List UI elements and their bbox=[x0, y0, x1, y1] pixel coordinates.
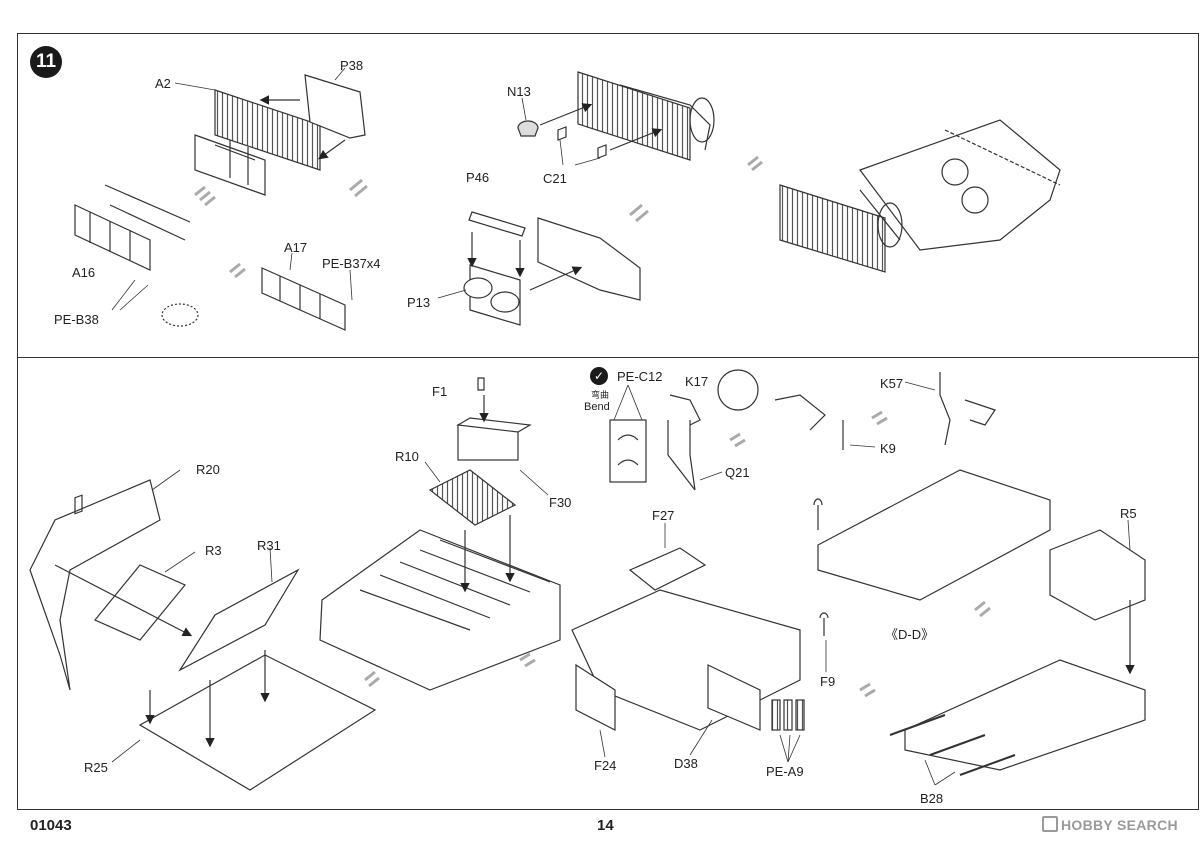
part-label-a17: A17 bbox=[284, 240, 308, 255]
f24-panel bbox=[575, 663, 616, 731]
p13-side-panel bbox=[537, 217, 641, 301]
part-label-pe-b38: PE-B38 bbox=[54, 312, 99, 327]
part-label-r5: R5 bbox=[1120, 506, 1137, 521]
n13-part bbox=[517, 120, 539, 137]
section-divider bbox=[17, 357, 1199, 358]
pe-a9-grille-c bbox=[795, 699, 805, 731]
r10-rack bbox=[428, 469, 517, 526]
radiator-grille bbox=[577, 71, 691, 161]
page-number: 14 bbox=[597, 817, 614, 834]
part-label-p38: P38 bbox=[340, 58, 364, 73]
part-label-pe-a9: PE-A9 bbox=[766, 764, 804, 779]
k9-bracket bbox=[774, 394, 826, 431]
a16-frame bbox=[74, 204, 151, 271]
pe-c12-detail-box bbox=[609, 419, 647, 483]
hull-r5 bbox=[904, 659, 1146, 771]
part-label-pe-b37x4: PE-B37x4 bbox=[322, 256, 381, 271]
hull-dd bbox=[817, 469, 1051, 601]
pe-a9-grille-a bbox=[771, 699, 781, 731]
part-label-n13: N13 bbox=[507, 84, 531, 99]
part-label-c21: C21 bbox=[543, 171, 567, 186]
part-label-r31: R31 bbox=[257, 538, 281, 553]
part-label-pe-c12: PE-C12 bbox=[617, 369, 663, 384]
part-label-a2: A2 bbox=[155, 76, 171, 91]
p46-strip bbox=[468, 211, 526, 237]
part-label-b28: B28 bbox=[920, 791, 944, 806]
a17-frame bbox=[261, 267, 346, 331]
part-label-p13: P13 bbox=[407, 295, 431, 310]
part-label-d38: D38 bbox=[674, 756, 698, 771]
c21-clip-a bbox=[557, 126, 567, 141]
part-label-f1: F1 bbox=[432, 384, 448, 399]
part-label-f30: F30 bbox=[549, 495, 572, 510]
part-label-r3: R3 bbox=[205, 543, 222, 558]
pe-b38-detail bbox=[161, 303, 199, 327]
part-label-f9: F9 bbox=[820, 674, 836, 689]
r3-panel bbox=[94, 564, 186, 641]
check-icon: ✓ bbox=[590, 367, 608, 385]
part-label-d-d: 《D-D》 bbox=[885, 627, 935, 642]
part-label-k57: K57 bbox=[880, 376, 904, 391]
r20-side-wall bbox=[29, 479, 161, 691]
k57-bracket bbox=[964, 399, 996, 426]
part-label-r25: R25 bbox=[84, 760, 108, 775]
engine-radiator-grille bbox=[779, 184, 886, 273]
k57-handle bbox=[939, 372, 951, 446]
engine-fan-b bbox=[961, 186, 989, 214]
r25-floor bbox=[138, 654, 377, 791]
hull-middle bbox=[319, 529, 561, 691]
engine-block bbox=[859, 119, 1061, 251]
engine-fan-a bbox=[941, 158, 969, 186]
p38-side-plate bbox=[304, 74, 366, 139]
part-label-a16: A16 bbox=[72, 265, 96, 280]
product-code: 01043 bbox=[30, 817, 72, 834]
bend-label-cn: 弯曲 bbox=[591, 390, 610, 400]
r5-box bbox=[1049, 529, 1146, 621]
a2-grille-panel bbox=[214, 89, 321, 171]
part-label-k17: K17 bbox=[685, 374, 709, 389]
part-label-k9: K9 bbox=[880, 441, 896, 456]
c21-clip-b bbox=[597, 144, 607, 159]
bend-label-en: Bend bbox=[584, 401, 610, 413]
part-label-r10: R10 bbox=[395, 449, 419, 464]
instruction-frame bbox=[17, 33, 1199, 810]
k17-bracket bbox=[669, 394, 701, 426]
part-label-f27: F27 bbox=[652, 508, 675, 523]
watermark: HOBBY SEARCH bbox=[1042, 816, 1178, 833]
watermark-logo-icon bbox=[1042, 816, 1058, 832]
part-label-f24: F24 bbox=[594, 758, 617, 773]
f27-plate bbox=[628, 547, 707, 591]
a2-frame bbox=[194, 134, 266, 196]
f9-handle bbox=[819, 612, 829, 636]
k17-detail-circle bbox=[717, 369, 759, 411]
radiator-fan bbox=[689, 97, 715, 143]
a16-rods bbox=[104, 184, 191, 241]
q21-frame bbox=[667, 454, 696, 491]
part-label-q21: Q21 bbox=[725, 465, 750, 480]
step-number-badge: 11 bbox=[30, 46, 62, 78]
f1-part bbox=[477, 377, 485, 391]
d38-door bbox=[707, 664, 761, 731]
part-label-r20: R20 bbox=[196, 462, 220, 477]
part-label-p46: P46 bbox=[466, 170, 490, 185]
pe-a9-grille-b bbox=[783, 699, 793, 731]
r31-panel bbox=[178, 568, 300, 672]
radiator-housing bbox=[619, 84, 711, 151]
